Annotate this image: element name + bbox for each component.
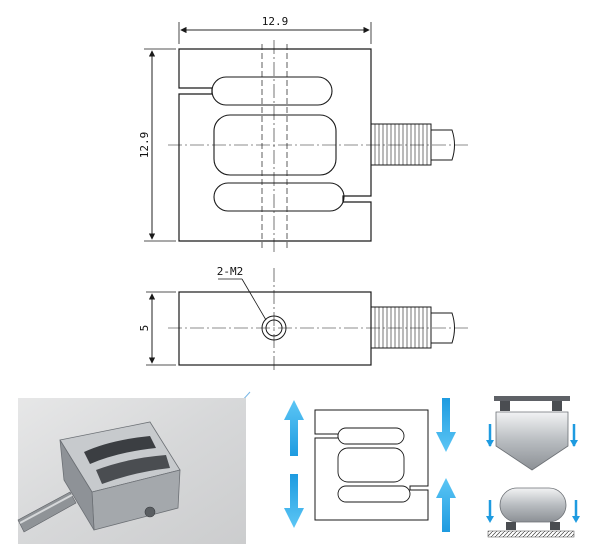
product-photo — [17, 398, 246, 544]
dim-thickness-label: 5 — [138, 325, 151, 332]
thread-callout-label: 2-M2 — [217, 265, 244, 278]
hopper-weighing-icon — [486, 396, 578, 471]
front-view — [144, 22, 470, 252]
tank-weighing-icon — [486, 487, 580, 538]
dim-height-label: 12.9 — [138, 132, 151, 159]
double-arrow-icon — [284, 398, 456, 532]
dim-width-label: 12.9 — [262, 15, 289, 28]
side-view — [146, 268, 470, 372]
thread-lines — [374, 124, 428, 165]
